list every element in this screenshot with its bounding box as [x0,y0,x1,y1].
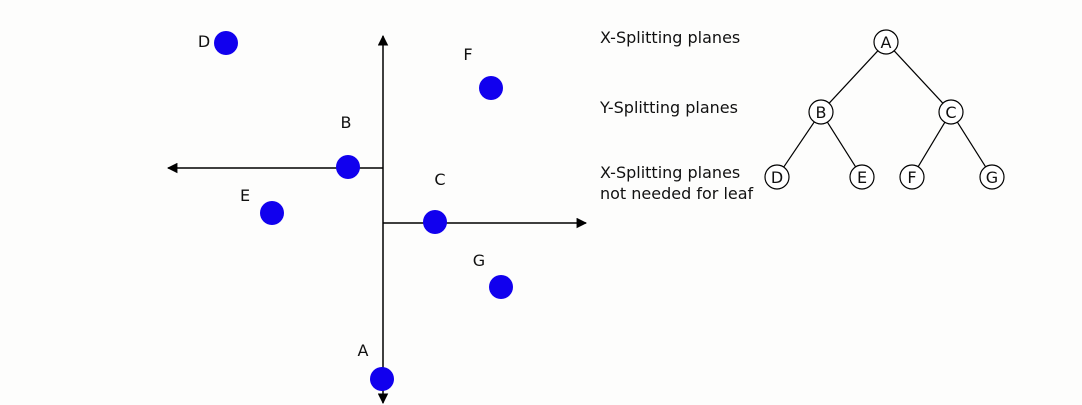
tree-node-f [899,164,925,190]
point-c [423,210,447,234]
point-f [479,76,503,100]
tree-edge-c-g [956,121,987,168]
tree-edges [783,50,987,168]
level-label-3-line-2: not needed for leaf [600,184,754,203]
tree-nodes: A B C D E F G [764,29,1005,190]
tree-edge-a-c [893,50,944,104]
point-label-a: A [358,341,369,360]
point-label-e: E [240,186,250,205]
tree-edge-c-f [917,121,946,168]
point-label-d: D [198,32,210,51]
point-b [336,155,360,179]
tree-node-label-g: G [986,168,998,187]
point-a [370,367,394,391]
point-label-c: C [434,170,445,189]
level-label-1-line-1: X-Splitting planes [600,28,740,47]
point-e [260,201,284,225]
tree-node-b [808,99,834,125]
point-d [214,31,238,55]
tree-node-g [979,164,1005,190]
tree-edge-b-e [826,121,857,168]
tree-node-label-e: E [857,168,867,187]
tree-node-label-f: F [907,168,916,187]
tree-edge-a-b [828,50,879,104]
tree-node-label-c: C [945,103,956,122]
tree-node-c [938,99,964,125]
tree-node-e [849,164,875,190]
tree-node-label-a: A [881,33,892,52]
level-label-3-line-1: X-Splitting planes [600,163,740,182]
level-label-2-line-1: Y-Splitting planes [599,98,738,117]
splitting-lines [166,34,588,405]
tree-node-label-b: B [816,103,827,122]
tree-node-d [764,164,790,190]
points-layer: D F B E C G A [198,31,513,391]
tree-node-label-d: D [771,168,783,187]
tree-edge-b-d [783,121,815,168]
tree-node-a [873,29,899,55]
point-label-g: G [473,251,485,270]
point-g [489,275,513,299]
point-label-f: F [463,45,472,64]
point-label-b: B [341,113,352,132]
